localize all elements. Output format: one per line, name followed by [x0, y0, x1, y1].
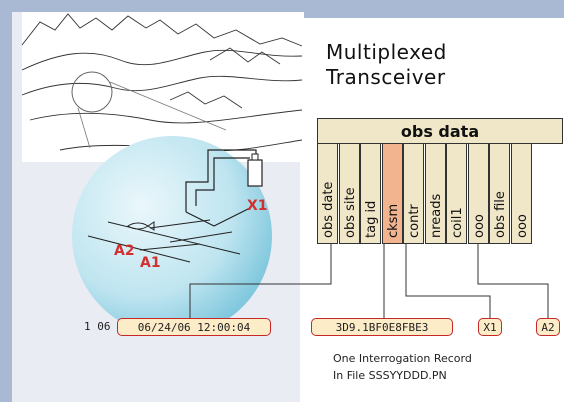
- record-prefix: 1 06: [84, 320, 111, 333]
- column-label: nreads: [428, 193, 444, 238]
- column-label: contr: [407, 204, 422, 238]
- table-column: ooo: [510, 143, 532, 244]
- caption: One Interrogation Record In File SSSYYDD…: [333, 350, 472, 384]
- mountain-lines: [21, 13, 303, 152]
- column-label: obs file: [493, 191, 508, 238]
- table-title: obs data: [317, 118, 563, 144]
- antenna-frame: [185, 149, 257, 227]
- table-column: obs site: [338, 143, 360, 244]
- label-x1: X1: [247, 198, 268, 214]
- column-label: ooo: [471, 214, 487, 238]
- record-coil: X1: [478, 318, 502, 336]
- table-column: cksm: [381, 143, 403, 244]
- record-site: A2: [536, 318, 560, 336]
- table-column: contr: [403, 143, 424, 244]
- caption-line-2: In File SSSYYDDD.PN: [333, 369, 447, 382]
- table-column: obs file: [489, 143, 510, 244]
- column-label: cksm: [385, 203, 401, 238]
- table-column: obs date: [317, 143, 338, 244]
- column-label: coil1: [450, 207, 465, 238]
- fish-shape: [127, 221, 155, 231]
- label-a1: A1: [140, 255, 161, 271]
- diagram-title: Multiplexed Transceiver: [326, 40, 447, 90]
- transceiver-box: [247, 159, 263, 187]
- title-line-2: Transceiver: [326, 65, 446, 89]
- column-label: ooo: [514, 214, 530, 238]
- title-line-1: Multiplexed: [326, 40, 447, 64]
- table-column: nreads: [424, 143, 446, 244]
- magnifier-focus: [71, 71, 113, 113]
- table-column: ooo: [467, 143, 489, 244]
- caption-line-1: One Interrogation Record: [333, 352, 472, 365]
- column-label: obs site: [342, 187, 358, 238]
- column-label: obs date: [321, 181, 336, 238]
- table-column: coil1: [446, 143, 467, 244]
- record-tag-code: 3D9.1BF0E8FBE3: [311, 318, 453, 336]
- record-datetime: 06/24/06 12:00:04: [117, 318, 271, 336]
- column-label: tag id: [364, 200, 379, 238]
- table-column: tag id: [360, 143, 381, 244]
- connector-lines: [189, 244, 549, 318]
- magnified-view: [72, 136, 272, 336]
- label-a2: A2: [114, 243, 135, 259]
